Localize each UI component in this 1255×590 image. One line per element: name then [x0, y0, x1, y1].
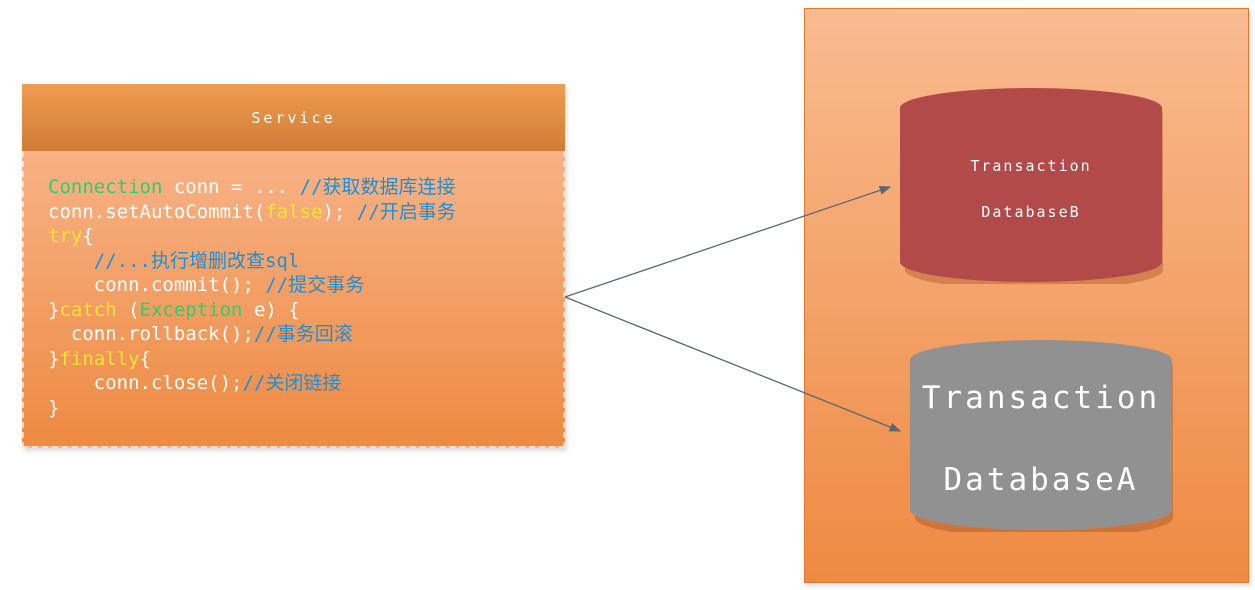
- code-segment-comment: //提交事务: [265, 274, 365, 296]
- code-segment-comment: //开启事务: [356, 200, 456, 223]
- code-line: }catch (Exception e) {: [48, 298, 559, 323]
- code-segment-keyword: false: [265, 200, 323, 223]
- code-segment-plain: (: [116, 298, 140, 321]
- code-segment-plain: conn.close();: [48, 372, 243, 394]
- database-b-label-line1: Transaction: [970, 157, 1092, 175]
- database-cylinder-shape-a: [910, 340, 1173, 532]
- database-a-label-line1: Transaction: [921, 380, 1161, 416]
- code-segment-plain: {: [82, 225, 94, 247]
- database-cylinder-shape-b: [900, 88, 1163, 284]
- database-a-cylinder: Transaction DatabaseA: [909, 338, 1173, 532]
- code-line: conn.close();//关闭链接: [48, 371, 559, 396]
- database-a-label-line2: DatabaseA: [943, 462, 1139, 498]
- code-segment-keyword: try: [48, 225, 83, 247]
- service-box-header: Service: [22, 84, 565, 151]
- code-segment-plain: e) {: [242, 298, 300, 321]
- code-line: //...执行增删改查sql: [48, 249, 559, 274]
- code-line: try{: [48, 224, 559, 249]
- code-segment-plain: conn = ...: [162, 176, 300, 198]
- code-segment-plain: conn.rollback();: [48, 323, 254, 345]
- code-line: conn.rollback();//事务回滚: [48, 322, 559, 347]
- database-b-label-line2: DatabaseB: [981, 203, 1081, 221]
- code-line: conn.commit(); //提交事务: [48, 273, 559, 298]
- code-segment-plain: [48, 250, 94, 272]
- code-segment-keyword: catch: [59, 298, 117, 321]
- code-segment-comment: //获取数据库连接: [299, 176, 456, 198]
- code-segment-keyword: finally: [59, 347, 140, 370]
- code-segment-type: Exception: [139, 298, 243, 321]
- code-segment-comment: //...执行增删改查sql: [93, 249, 300, 272]
- service-box-title: Service: [251, 108, 336, 127]
- code-segment-plain: }: [48, 298, 60, 321]
- code-segment-plain: {: [139, 347, 151, 370]
- code-line: conn.setAutoCommit(false); //开启事务: [48, 200, 559, 225]
- code-line: }finally{: [48, 347, 559, 372]
- databases-panel: Transaction DatabaseB Transaction Databa…: [804, 8, 1249, 583]
- code-line: Connection conn = ... //获取数据库连接: [48, 175, 559, 200]
- code-segment-type: Connection: [48, 176, 163, 198]
- code-segment-plain: conn.setAutoCommit(: [48, 200, 266, 223]
- code-segment-plain: }: [48, 347, 60, 370]
- code-segment-plain: );: [322, 200, 357, 223]
- database-b-cylinder: Transaction DatabaseB: [899, 86, 1163, 284]
- code-segment-plain: }: [48, 396, 60, 419]
- code-segment-comment: //关闭链接: [242, 372, 342, 394]
- code-segment-comment: //事务回滚: [253, 323, 353, 345]
- code-line: }: [48, 396, 559, 421]
- code-segment-plain: conn.commit();: [48, 274, 266, 296]
